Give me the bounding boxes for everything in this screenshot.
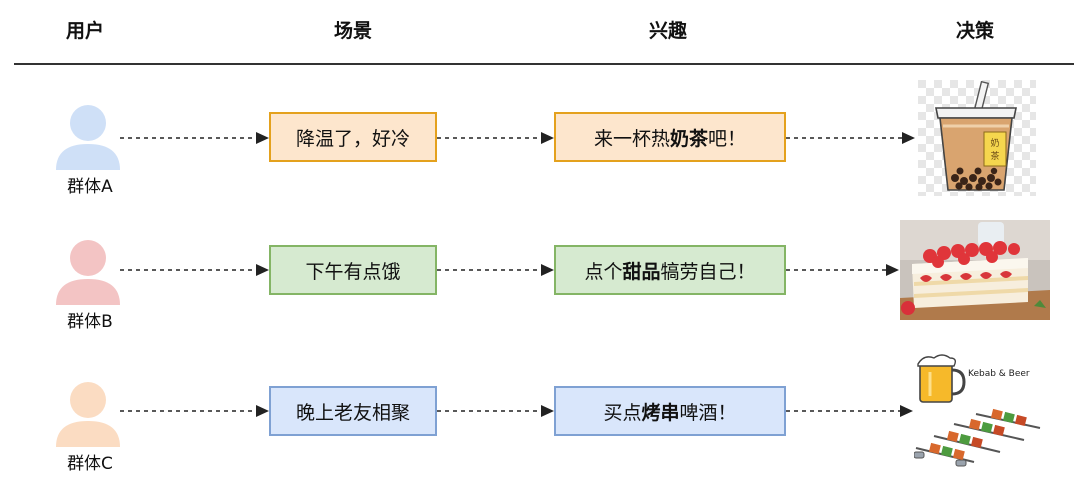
- scene-c-text: 晚上老友相聚: [295, 401, 410, 424]
- svg-text:茶: 茶: [990, 150, 999, 162]
- arrow-b-to-scene: [120, 263, 270, 277]
- scene-box-a: 降温了，好冷: [269, 112, 437, 162]
- interest-a-pre: 来一杯热: [593, 127, 670, 150]
- group-a-node: 群体A: [50, 100, 130, 210]
- kebab-beer-icon: Kebab & Beer: [914, 352, 1044, 470]
- header-interest: 兴趣: [648, 20, 688, 42]
- arrow-a-to-scene: [120, 131, 270, 145]
- header-decision: 决策: [955, 20, 995, 42]
- interest-box-a: 来一杯热奶茶吧！: [554, 112, 786, 162]
- arrow-interest-c-to-decision: [786, 404, 914, 418]
- strawberry-cake-icon: [900, 220, 1050, 320]
- arrow-interest-a-to-decision: [786, 131, 916, 145]
- person-icon: [56, 382, 120, 447]
- arrow-scene-b-to-interest: [437, 263, 555, 277]
- interest-b-pre: 点个: [584, 260, 623, 283]
- scene-b-text: 下午有点饿: [305, 260, 401, 283]
- interest-c-post: 啤酒！: [679, 401, 737, 424]
- interest-a-keyword: 奶茶: [669, 127, 708, 150]
- header-scene: 场景: [333, 20, 373, 42]
- interest-box-b: 点个甜品犒劳自己！: [554, 245, 786, 295]
- kebab-beer-caption: Kebab & Beer: [968, 369, 1030, 379]
- interest-b-post: 犒劳自己！: [660, 260, 756, 283]
- group-a-label: 群体A: [67, 177, 113, 197]
- interest-c-pre: 买点: [603, 401, 642, 424]
- interest-a-post: 吧！: [708, 127, 747, 150]
- group-b-node: 群体B: [50, 235, 130, 345]
- group-c-label: 群体C: [67, 454, 113, 474]
- person-icon: [56, 240, 120, 305]
- scene-box-c: 晚上老友相聚: [269, 386, 437, 436]
- interest-b-keyword: 甜品: [622, 260, 661, 283]
- arrow-interest-b-to-decision: [786, 263, 900, 277]
- arrow-c-to-scene: [120, 404, 270, 418]
- cup-label-text: 奶: [990, 137, 999, 149]
- arrow-scene-a-to-interest: [437, 131, 555, 145]
- scene-box-b: 下午有点饿: [269, 245, 437, 295]
- interest-c-keyword: 烤串: [641, 401, 680, 424]
- arrow-scene-c-to-interest: [437, 404, 555, 418]
- scene-a-text: 降温了，好冷: [295, 127, 410, 150]
- group-c-node: 群体C: [50, 377, 130, 487]
- person-icon: [56, 105, 120, 170]
- milk-tea-icon: 奶 茶: [918, 80, 1036, 196]
- header-divider: [14, 63, 1074, 65]
- interest-box-c: 买点烤串啤酒！: [554, 386, 786, 436]
- group-b-label: 群体B: [67, 312, 113, 332]
- header-user: 用户: [65, 20, 105, 42]
